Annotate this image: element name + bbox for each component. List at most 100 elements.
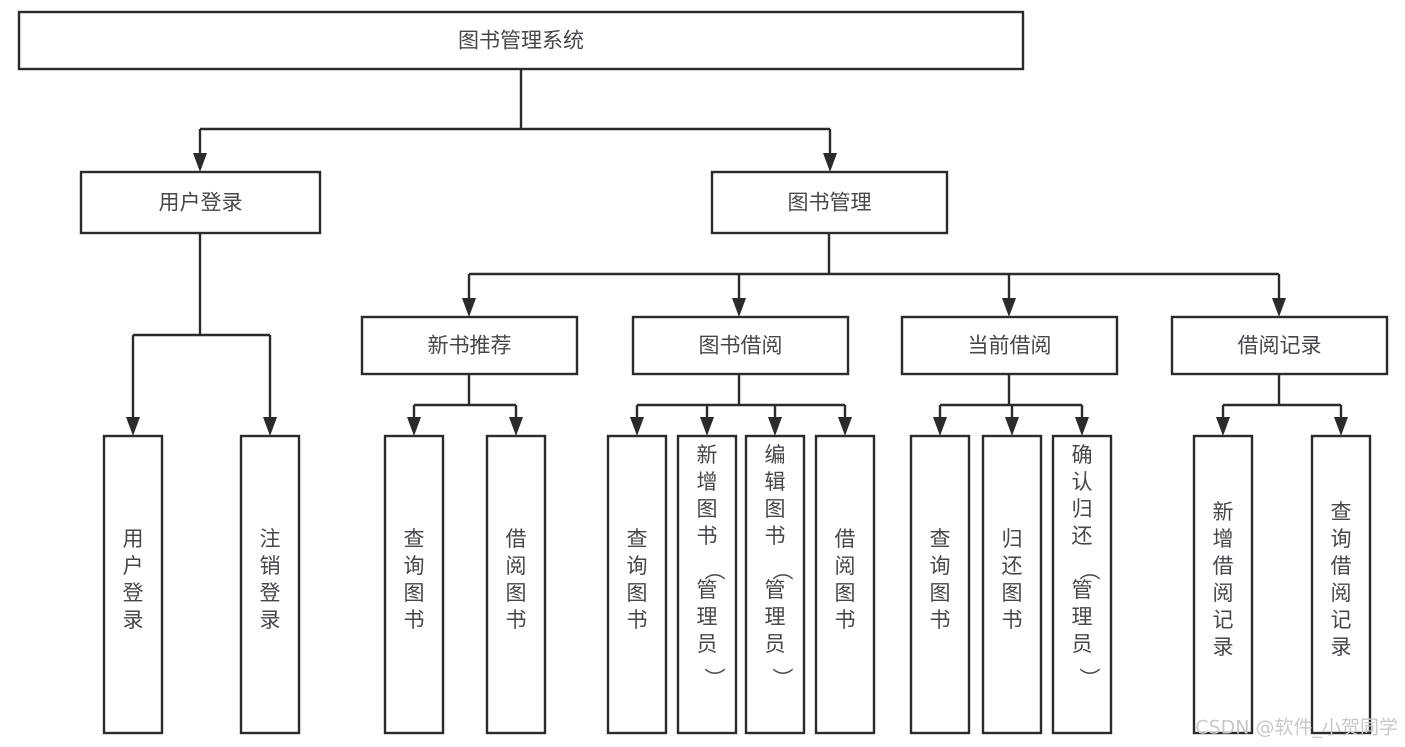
node-leaf-query-book-1-box[interactable]: [383, 434, 445, 735]
node-leaf-query-book-2-box[interactable]: [606, 434, 668, 735]
node-leaf-user-login-box[interactable]: [102, 434, 164, 735]
node-new-book-recommend-label: 新书推荐: [428, 334, 512, 358]
node-leaf-borrow-book-1-char: 书: [506, 608, 527, 632]
node-leaf-query-borrow-record-box[interactable]: [1310, 434, 1372, 735]
node-leaf-edit-book-admin-box[interactable]: [744, 434, 806, 735]
connector-group-new-book-to-leaves: [407, 374, 523, 436]
connector-group-borrow-record-to-leaves: [1216, 374, 1348, 436]
node-leaf-confirm-return-admin-char: 还: [1072, 524, 1093, 548]
node-root-system-box[interactable]: [17, 10, 1025, 71]
node-user-login-label: 用户登录: [159, 191, 243, 215]
node-leaf-add-borrow-record-char: 增: [1213, 527, 1234, 551]
node-leaf-query-borrow-record-char: 记: [1331, 608, 1352, 632]
arrow-head-icon: [263, 417, 277, 436]
node-leaf-user-login-char: 录: [123, 608, 144, 632]
node-leaf-borrow-book-2-box[interactable]: [814, 434, 876, 735]
arrow-head-icon: [1272, 298, 1286, 317]
node-leaf-return-book-box[interactable]: [981, 434, 1043, 735]
node-borrow-record[interactable]: 借阅记录: [1170, 315, 1389, 376]
arrow-head-icon: [768, 417, 782, 436]
connector-group-user-login-to-leaves: [126, 233, 277, 436]
node-leaf-confirm-return-admin-box[interactable]: [1051, 434, 1113, 735]
arrow-head-icon: [193, 153, 207, 172]
node-book-borrow[interactable]: 图书借阅: [631, 315, 850, 376]
node-leaf-query-book-3-box[interactable]: [909, 434, 971, 735]
node-leaf-borrow-book-1-box[interactable]: [485, 434, 547, 735]
node-root-system-label: 图书管理系统: [458, 29, 584, 53]
node-leaf-confirm-return-admin-char: 管: [1072, 578, 1093, 602]
node-book-management-box[interactable]: [710, 170, 949, 235]
node-leaf-borrow-book-1-char: 阅: [506, 554, 527, 578]
node-leaf-user-login[interactable]: 用户登录: [102, 434, 164, 735]
node-leaf-add-borrow-record-char: 阅: [1213, 581, 1234, 605]
node-leaf-confirm-return-admin-char: 认: [1072, 470, 1093, 494]
node-leaf-add-book-admin-char: 书: [697, 524, 718, 548]
node-leaf-edit-book-admin-char: ）: [770, 668, 794, 689]
connector-lines-layer: [126, 69, 1348, 436]
node-current-borrow[interactable]: 当前借阅: [900, 315, 1119, 376]
node-leaf-query-borrow-record-char: 录: [1331, 635, 1352, 659]
arrow-head-icon: [462, 298, 476, 317]
node-leaf-query-book-3-char: 书: [930, 608, 951, 632]
node-leaf-query-book-1-char: 书: [404, 608, 425, 632]
arrow-head-icon: [407, 417, 421, 436]
node-leaf-add-borrow-record-char: 借: [1213, 554, 1234, 578]
node-leaf-return-book-char: 书: [1002, 608, 1023, 632]
node-leaf-borrow-book-2-char: 书: [835, 608, 856, 632]
node-leaf-edit-book-admin-char: 书: [765, 524, 786, 548]
node-book-management[interactable]: 图书管理: [710, 170, 949, 235]
arrow-head-icon: [126, 417, 140, 436]
arrow-head-icon: [933, 417, 947, 436]
arrow-head-icon: [838, 417, 852, 436]
node-leaf-query-book-3-char: 询: [930, 554, 951, 578]
node-leaf-borrow-book-2-char: 图: [835, 581, 856, 605]
node-leaf-add-book-admin-box[interactable]: [676, 434, 738, 735]
node-leaf-query-book-3-char: 图: [930, 581, 951, 605]
node-leaf-query-book-2-char: 询: [627, 554, 648, 578]
node-new-book-recommend-box[interactable]: [360, 315, 579, 376]
node-leaf-add-book-admin-char: 员: [697, 632, 718, 656]
node-new-book-recommend[interactable]: 新书推荐: [360, 315, 579, 376]
node-leaf-logout-login-box[interactable]: [239, 434, 301, 735]
node-leaf-logout-login-char: 注: [260, 527, 281, 551]
node-leaf-add-book-admin-char: 理: [697, 605, 718, 629]
node-leaf-query-borrow-record-char: 阅: [1331, 581, 1352, 605]
node-leaf-confirm-return-admin-char: 归: [1072, 497, 1093, 521]
node-leaf-edit-book-admin-char: 图: [765, 497, 786, 521]
node-user-login[interactable]: 用户登录: [79, 170, 322, 235]
node-leaf-query-borrow-record-char: 借: [1331, 554, 1352, 578]
node-borrow-record-box[interactable]: [1170, 315, 1389, 376]
node-leaf-query-book-2-char: 查: [627, 527, 648, 551]
node-book-borrow-box[interactable]: [631, 315, 850, 376]
node-leaf-logout-login-char: 录: [260, 608, 281, 632]
node-leaf-edit-book-admin-char: 员: [765, 632, 786, 656]
node-leaf-query-book-2-char: 书: [627, 608, 648, 632]
node-leaf-borrow-book-1-char: 图: [506, 581, 527, 605]
node-current-borrow-box[interactable]: [900, 315, 1119, 376]
node-user-login-box[interactable]: [79, 170, 322, 235]
node-leaf-edit-book-admin-char: 理: [765, 605, 786, 629]
connector-group-book-mgmt-to-level3: [462, 233, 1286, 317]
arrow-head-icon: [1216, 417, 1230, 436]
node-leaf-add-borrow-record-box[interactable]: [1192, 434, 1254, 735]
node-leaf-borrow-book-2-char: 借: [835, 527, 856, 551]
node-root-system[interactable]: 图书管理系统: [17, 10, 1025, 71]
